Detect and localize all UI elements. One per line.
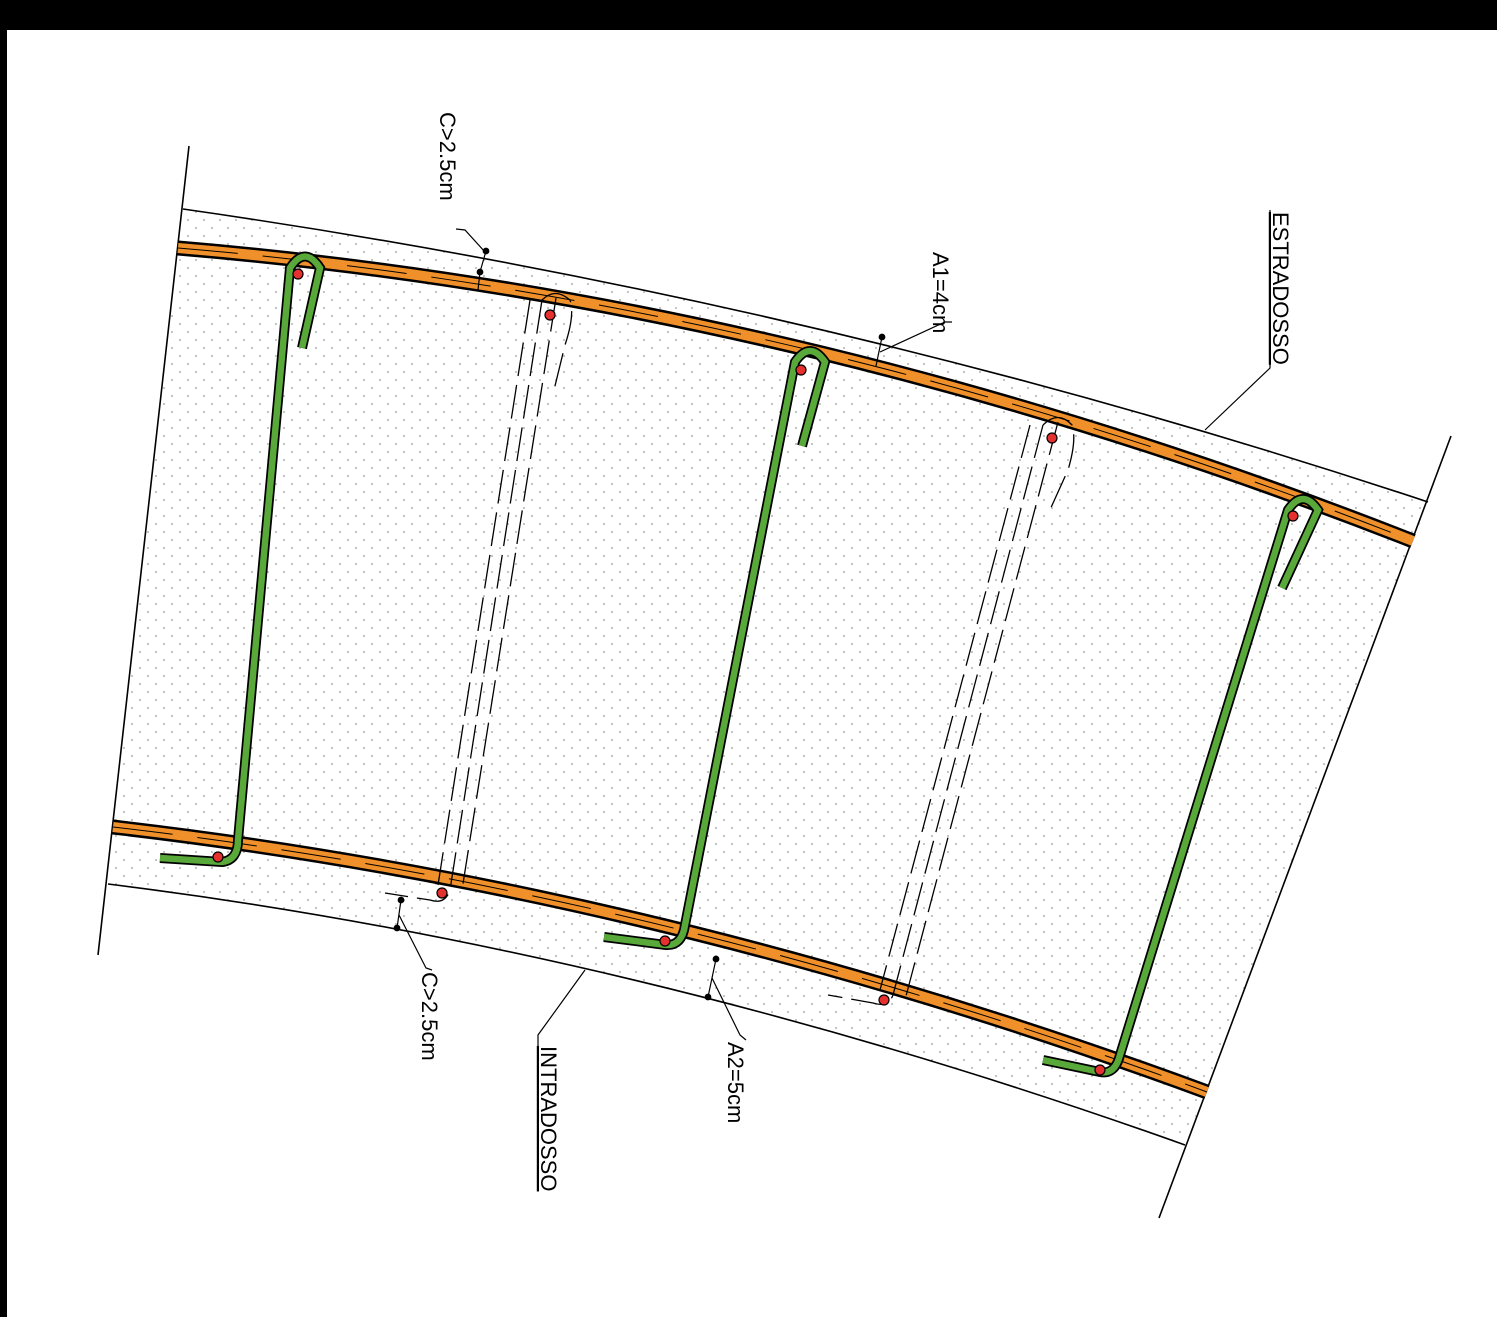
- dimension-cover-bottom: [393, 896, 433, 971]
- stirrup-1: [159, 251, 326, 868]
- stirrup-dashed-2: [827, 416, 1075, 1006]
- bar-section: [1287, 510, 1299, 522]
- section-outline: [97, 145, 1452, 1219]
- label-a2: A2=5cm: [723, 1042, 748, 1123]
- dimension-a2: [704, 955, 747, 1041]
- stirrup-dashed-1: [384, 292, 573, 902]
- dimension-a1: [875, 321, 952, 367]
- longitudinal-bar-bottom: [112, 819, 1210, 1100]
- bar-section: [212, 851, 224, 863]
- bar-section: [659, 935, 671, 947]
- label-estradosso: ESTRADOSSO: [1268, 212, 1293, 365]
- stirrup-3: [1041, 494, 1324, 1078]
- dimension-cover-top: [455, 228, 490, 291]
- bar-section: [878, 994, 890, 1006]
- bar-section: [436, 887, 448, 899]
- bar-section: [795, 364, 807, 376]
- left-cut-line: [97, 145, 190, 956]
- bar-section: [1046, 432, 1058, 444]
- leader-intradosso: [537, 969, 586, 1190]
- leader-estradosso: [1204, 210, 1271, 431]
- bar-section: [544, 309, 556, 321]
- concrete-section: [108, 209, 1428, 1145]
- bar-sections: [212, 268, 1299, 1076]
- extrados-edge: [182, 208, 1429, 503]
- intrados-edge: [107, 883, 1186, 1146]
- bar-section: [1094, 1064, 1106, 1076]
- bar-section: [292, 268, 304, 280]
- label-cover-bottom: C>2.5cm: [417, 972, 442, 1061]
- stirrup-2: [603, 346, 831, 951]
- label-cover-top: C>2.5cm: [435, 112, 460, 201]
- label-intradosso: INTRADOSSO: [536, 1046, 561, 1191]
- label-a1: A1=4cm: [928, 252, 953, 333]
- longitudinal-bar-top: [177, 240, 1416, 548]
